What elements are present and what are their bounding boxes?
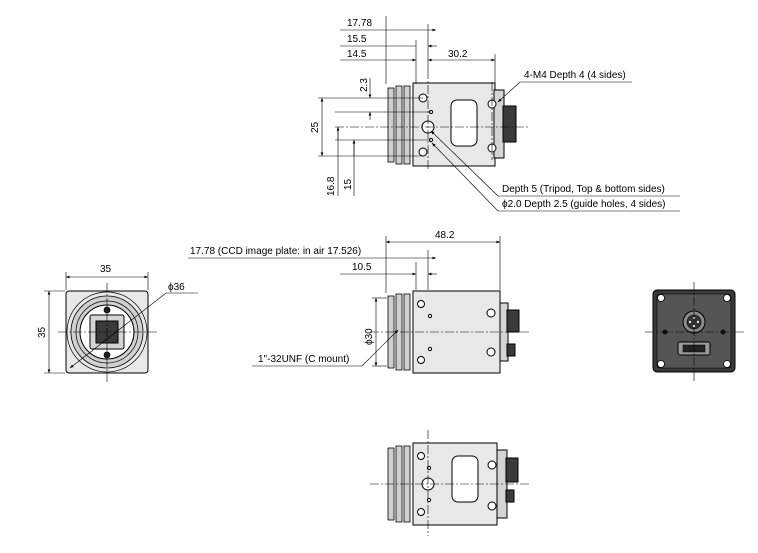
dim-front-35-width: 35 xyxy=(100,264,112,275)
dim-front-35-height: 35 xyxy=(37,326,48,338)
dim-14-5: 14.5 xyxy=(347,49,367,60)
top-view-fin xyxy=(395,85,403,165)
callout-c-mount: 1"-32UNF (C mount) xyxy=(258,354,349,365)
dim-side-phi30: ϕ30 xyxy=(364,328,375,345)
front-view: 35 35 ϕ36 xyxy=(37,264,198,382)
top-view-connector xyxy=(502,105,517,143)
top-view: 17.78 15.5 14.5 30.2 25 16.8 15 2.3 4-M4… xyxy=(310,16,680,212)
rear-view xyxy=(645,282,745,382)
dim-2-3: 2.3 xyxy=(359,78,370,92)
dim-16-8: 16.8 xyxy=(326,176,337,196)
top-view-fin xyxy=(387,87,395,163)
callout-m4: 4-M4 Depth 4 (4 sides) xyxy=(524,70,626,81)
side-view-connector xyxy=(506,309,520,333)
dim-30-2: 30.2 xyxy=(448,49,468,60)
dim-17-78: 17.78 xyxy=(347,18,372,29)
top-view-fin xyxy=(403,85,411,165)
dim-side-10-5: 10.5 xyxy=(352,262,372,273)
dim-side-ccd: 17.78 (CCD image plate: in air 17.526) xyxy=(190,246,361,257)
callout-guide: ϕ2.0 Depth 2.5 (guide holes, 4 sides) xyxy=(502,199,665,210)
top-view-slot xyxy=(450,99,478,147)
dim-15: 15 xyxy=(343,178,354,190)
dim-15-5: 15.5 xyxy=(347,34,367,45)
callout-depth5: Depth 5 (Tripod, Top & bottom sides) xyxy=(502,184,665,195)
m4-hole xyxy=(418,147,428,157)
side-view: 48.2 17.78 (CCD image plate: in air 17.5… xyxy=(188,230,530,374)
dim-side-48-2: 48.2 xyxy=(435,230,455,241)
dim-front-phi36: ϕ36 xyxy=(168,282,185,293)
bottom-view xyxy=(370,430,530,536)
dim-25: 25 xyxy=(310,121,321,133)
